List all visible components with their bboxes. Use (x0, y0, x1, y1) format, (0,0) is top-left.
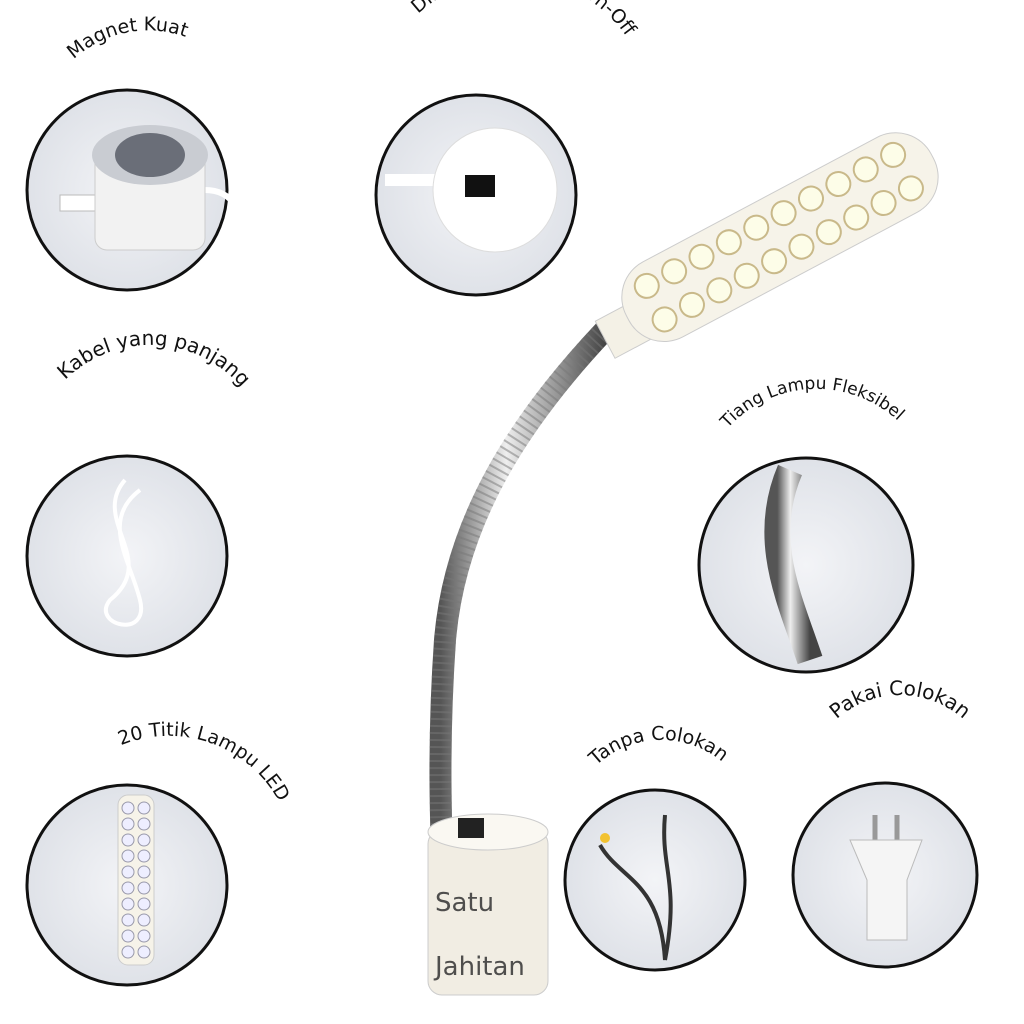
led-icon (137, 913, 151, 927)
led-icon (733, 262, 760, 289)
svg-text:Magnet Kuat: Magnet Kuat (63, 13, 191, 63)
magnet-icon (115, 133, 185, 177)
led-icon (880, 141, 907, 168)
lamp-head (594, 132, 939, 359)
led-icon (121, 833, 135, 847)
label-switch: Dilengkapi Switch On-Off (407, 0, 641, 40)
led-icon (743, 214, 770, 241)
led-icon (651, 306, 678, 333)
led-icon (797, 185, 824, 212)
led-icon (137, 817, 151, 831)
svg-text:Dilengkapi Switch On-Off: Dilengkapi Switch On-Off (407, 0, 641, 40)
on-off-switch-icon (465, 175, 495, 197)
led-icon (121, 849, 135, 863)
label-magnet: Magnet Kuat (63, 13, 191, 63)
led-icon (121, 945, 135, 959)
led-icon (897, 175, 924, 202)
led-icon (137, 801, 151, 815)
led-icon (121, 881, 135, 895)
watermark-line1: Satu (435, 888, 495, 918)
led-icon (137, 897, 151, 911)
led-icon (633, 272, 660, 299)
svg-text:Pakai Colokan: Pakai Colokan (824, 676, 975, 723)
label-no-plug: Tanpa Colokan (584, 723, 732, 770)
no-plug-circle (563, 788, 747, 972)
label-cable: Kabel yang panjang (52, 326, 255, 391)
led-icon (137, 945, 151, 959)
led-icon (137, 833, 151, 847)
led-icon (121, 817, 135, 831)
led-icon (825, 171, 852, 198)
pole-circle (697, 456, 915, 674)
led-icon (121, 929, 135, 943)
led-icon (843, 204, 870, 231)
led-icon (137, 929, 151, 943)
led-icon (770, 200, 797, 227)
magnet-base (427, 813, 549, 996)
watermark-line2: Jahitan (435, 952, 525, 982)
led-icon (788, 233, 815, 260)
switch-icon (458, 818, 484, 838)
led-icon (121, 865, 135, 879)
svg-text:Tiang Lampu Fleksibel: Tiang Lampu Fleksibel (716, 374, 908, 433)
led-icon (121, 801, 135, 815)
label-plug: Pakai Colokan (824, 676, 975, 723)
led-icon (815, 219, 842, 246)
led-icon (706, 277, 733, 304)
led-icon (688, 243, 715, 270)
led-icon (715, 229, 742, 256)
led-icon (137, 881, 151, 895)
led-icon (661, 258, 688, 285)
led-icon (121, 913, 135, 927)
led-icon (761, 248, 788, 275)
led-icon (870, 190, 897, 217)
led-icon (137, 849, 151, 863)
led-icon (121, 897, 135, 911)
svg-text:Tanpa Colokan: Tanpa Colokan (584, 723, 732, 770)
led-icon (678, 291, 705, 318)
label-pole: Tiang Lampu Fleksibel (716, 374, 908, 433)
led-icon (137, 865, 151, 879)
led-icon (852, 156, 879, 183)
svg-text:Kabel yang panjang: Kabel yang panjang (52, 326, 255, 391)
